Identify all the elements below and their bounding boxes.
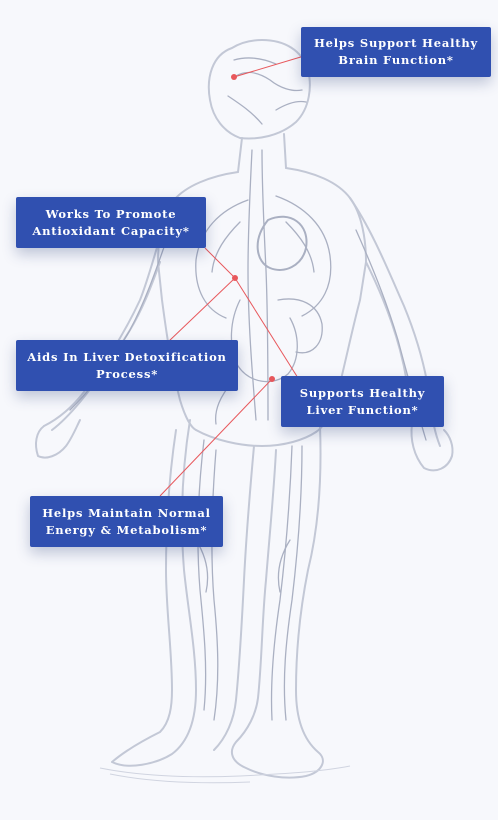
callout-liver-line1: Supports Healthy	[299, 385, 426, 400]
leader-line-liver	[234, 277, 299, 379]
feet-shading	[99, 765, 351, 784]
leader-line-brain	[233, 55, 305, 78]
callout-antioxidant-capacity: Works To Promote Antioxidant Capacity*	[16, 197, 206, 248]
marker-dot-brain	[231, 74, 237, 80]
leader-line-energy	[159, 378, 273, 497]
callout-detox-line2: Process*	[95, 366, 159, 381]
callout-energy-metabolism: Helps Maintain Normal Energy & Metabolis…	[30, 496, 223, 547]
leader-line-antioxidant	[204, 247, 236, 279]
markers	[231, 74, 275, 382]
callout-brain-line2: Brain Function*	[338, 53, 454, 67]
callout-liver-detoxification: Aids In Liver Detoxification Process*	[16, 340, 238, 391]
callout-brain-line1: Helps Support Healthy	[313, 36, 479, 50]
callout-antioxidant-line2: Antioxidant Capacity*	[32, 223, 190, 238]
callout-energy-line1: Helps Maintain Normal	[42, 505, 211, 520]
marker-dot-energy	[269, 376, 275, 382]
callout-brain-function: Helps Support Healthy Brain Function*	[301, 27, 491, 77]
callout-antioxidant-line1: Works To Promote	[45, 206, 177, 221]
marker-dot-liver	[232, 275, 238, 281]
callout-detox-line1: Aids In Liver Detoxification	[27, 349, 227, 364]
callout-liver-function: Supports Healthy Liver Function*	[281, 376, 444, 427]
leader-line-detox	[167, 277, 236, 343]
leader-lines	[159, 55, 305, 497]
callout-liver-line2: Liver Function*	[306, 402, 419, 417]
vessel-network	[69, 57, 427, 721]
callout-energy-line2: Energy & Metabolism*	[45, 522, 208, 537]
